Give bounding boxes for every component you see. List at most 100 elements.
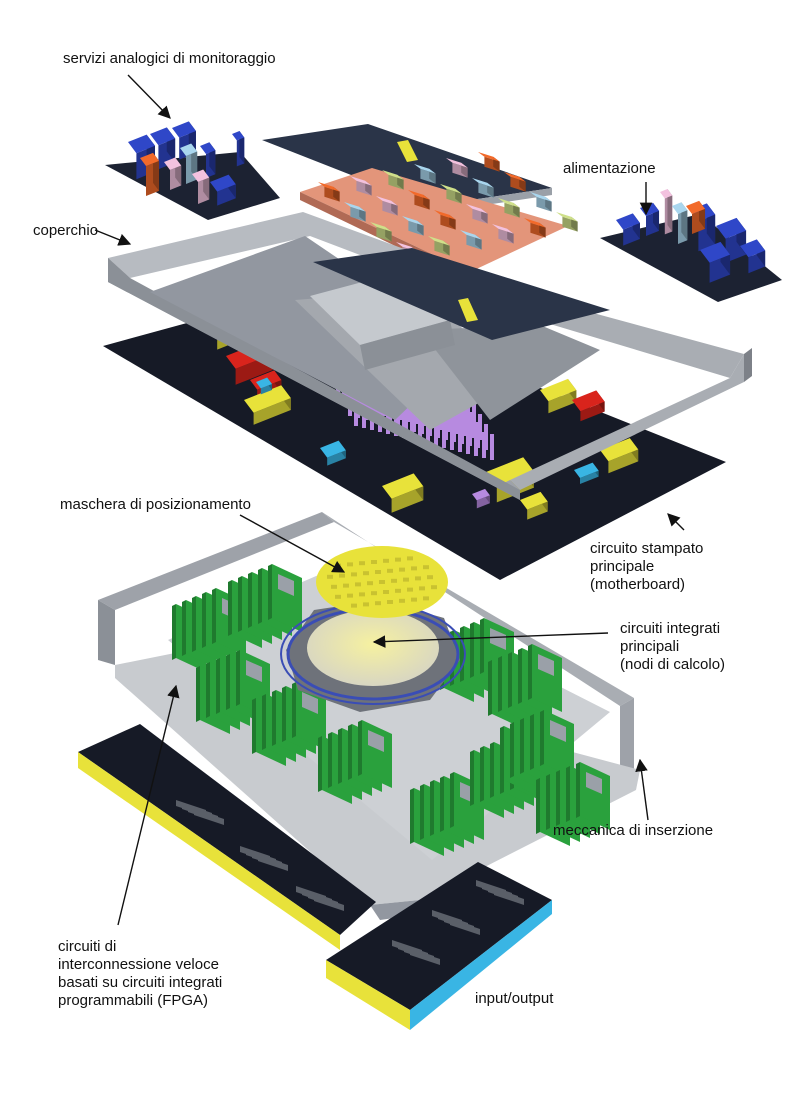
leader-lines bbox=[94, 74, 685, 926]
card-1-0-edge bbox=[228, 580, 232, 636]
power-part-8-top bbox=[686, 200, 706, 214]
io-left-c-3 bbox=[314, 895, 344, 911]
card-5-1-edge bbox=[420, 784, 424, 840]
arrow-coperchio bbox=[94, 229, 132, 246]
mb-part-6-front bbox=[327, 450, 346, 466]
mask-cell-2-0 bbox=[403, 577, 409, 582]
card-10-1-edge bbox=[546, 774, 550, 830]
mask-cell-1-0 bbox=[391, 578, 397, 583]
proc-part-2-0-top bbox=[370, 222, 392, 232]
analog-part-2-top bbox=[172, 121, 196, 138]
card-3-1-edge bbox=[262, 694, 266, 750]
card-9-1-edge bbox=[510, 722, 514, 778]
card-6-1-edge bbox=[480, 746, 484, 802]
mask-cell-1-2 bbox=[399, 598, 405, 603]
label-motherboard: circuito stampato principale (motherboar… bbox=[590, 540, 704, 593]
analog-part-8-side bbox=[239, 131, 245, 164]
proc-part-1-4-top bbox=[472, 178, 494, 188]
label-fpga: circuiti di interconnessione veloce basa… bbox=[58, 938, 223, 1009]
io-board-left bbox=[78, 724, 376, 950]
mb-part-11-top bbox=[600, 438, 639, 462]
mask-cell-0--1 bbox=[375, 570, 381, 574]
processor-board bbox=[300, 152, 578, 282]
mask-cell--2-0 bbox=[355, 582, 361, 587]
mask-cell--2-2 bbox=[363, 602, 369, 607]
io-right-c-3 bbox=[494, 889, 524, 905]
card-1-1-edge bbox=[238, 576, 242, 632]
card-10-0-edge bbox=[536, 778, 540, 834]
mask-cell-2-1 bbox=[407, 587, 413, 592]
mask-cell--4-1 bbox=[335, 594, 341, 599]
card-8-4-edge bbox=[528, 644, 532, 700]
power-part-6-top bbox=[700, 241, 731, 263]
mask-cell-4-0 bbox=[427, 575, 433, 580]
mask-cell-3-2 bbox=[423, 596, 429, 601]
card-4-2-edge bbox=[338, 728, 342, 784]
card-0-2-edge bbox=[192, 596, 196, 652]
mask-cell-3--1 bbox=[411, 566, 417, 571]
arrow-maschera bbox=[239, 514, 346, 573]
card-9-3-edge bbox=[530, 714, 534, 770]
proc-part-3-3-top bbox=[492, 224, 514, 234]
proc-part-0-1-top bbox=[350, 176, 372, 186]
pin-17-2 bbox=[478, 414, 482, 440]
mask-cell-4-1 bbox=[431, 585, 437, 590]
mask-cell--3-0 bbox=[343, 583, 349, 588]
card-4-1-edge bbox=[328, 732, 332, 788]
mask-cell--2--1 bbox=[351, 572, 357, 577]
proc-part-3-2-top bbox=[460, 230, 482, 240]
arrow-integrati bbox=[372, 632, 609, 648]
analog-part-5-top bbox=[180, 143, 198, 156]
card-3-4-edge bbox=[292, 682, 296, 738]
analog-part-9-top bbox=[192, 169, 210, 182]
proc-part-2-2-top bbox=[434, 210, 456, 220]
card-7-4-chip bbox=[490, 628, 506, 650]
mb-part-5-front bbox=[260, 383, 272, 395]
card-5-3-edge bbox=[440, 776, 444, 832]
mask-cell-1-1 bbox=[395, 588, 401, 593]
card-3-0-edge bbox=[252, 698, 256, 754]
card-7-4-edge bbox=[480, 618, 484, 674]
main-chip bbox=[280, 600, 466, 712]
proc-part-1-2-top bbox=[408, 190, 430, 200]
power-part-5-top bbox=[716, 217, 747, 239]
card-10-2-edge bbox=[556, 770, 560, 826]
mb-part-13-top bbox=[520, 491, 548, 510]
proc-part-2-5-top bbox=[530, 192, 552, 202]
mask-cell-3--2 bbox=[407, 556, 413, 561]
power-part-7-top bbox=[740, 239, 766, 258]
mb-part-7-front bbox=[391, 486, 424, 513]
mask-cell-2--2 bbox=[395, 557, 401, 562]
mb-part-12-top bbox=[574, 462, 599, 478]
mb-part-10-front bbox=[580, 401, 605, 422]
proc-part-1-1-top bbox=[376, 196, 398, 206]
card-7-3-edge bbox=[470, 622, 474, 678]
analog-part-3-top bbox=[140, 152, 160, 166]
card-3-3-edge bbox=[282, 686, 286, 742]
card-9-4-chip bbox=[550, 720, 566, 742]
mb-part-6-top bbox=[320, 440, 346, 458]
card-5-2-edge bbox=[430, 780, 434, 836]
card-1-4-edge bbox=[268, 564, 272, 620]
card-3-2-edge bbox=[272, 690, 276, 746]
label-positioning-mask: maschera di posizionamento bbox=[60, 496, 251, 513]
mask-cell-2-2 bbox=[411, 597, 417, 602]
card-0-3-edge bbox=[202, 592, 206, 648]
mb-part-10-top bbox=[572, 390, 605, 412]
mask-cell--1-0 bbox=[367, 581, 373, 586]
arrow-meccanica bbox=[635, 758, 649, 821]
card-2-4-edge bbox=[236, 650, 240, 706]
mb-part-7-top bbox=[382, 473, 424, 499]
card-4-0-edge bbox=[318, 736, 322, 792]
power-part-2-side bbox=[667, 189, 673, 232]
card-2-1-edge bbox=[206, 662, 210, 718]
proc-part-0-4-top bbox=[446, 158, 468, 168]
proc-part-0-2-top bbox=[382, 170, 404, 180]
proc-part-0-0-top bbox=[318, 182, 340, 192]
proc-part-2-1-top bbox=[402, 216, 424, 226]
pin-17-4 bbox=[490, 434, 494, 460]
proc-part-1-3-top bbox=[440, 184, 462, 194]
mask-cell-4--1 bbox=[423, 565, 429, 570]
analog-part-8-top bbox=[232, 131, 245, 141]
card-4-4-edge bbox=[358, 720, 362, 776]
